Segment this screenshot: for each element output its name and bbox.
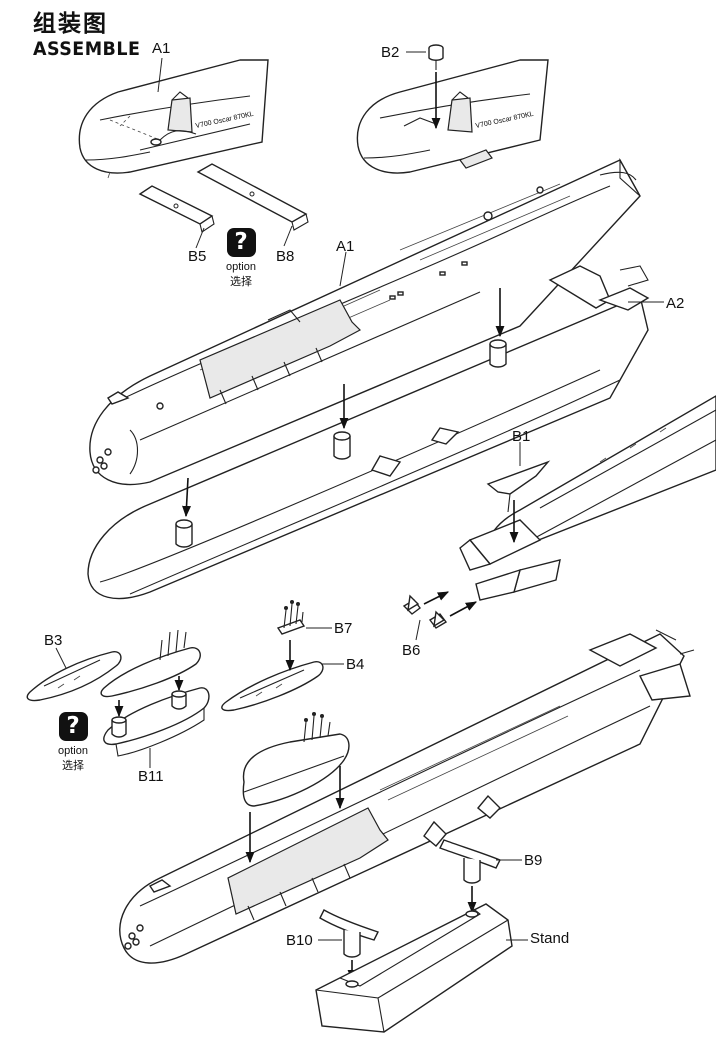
part-b2-pin [428,44,444,70]
part-b5-plate [138,185,215,233]
part-b11-sail [100,629,210,757]
stern-assembly [459,395,716,601]
title-chinese: 组装图 [33,11,108,37]
option-text-cn: 选择 [62,760,84,772]
leader-b3 [55,647,67,669]
part-b4-sail [221,661,324,712]
label-b4: B4 [346,656,365,673]
part-b8-plate [196,163,309,231]
arrow-b6-1 [423,591,450,605]
arrow-b6-2 [449,601,477,617]
label-b10: B10 [286,932,313,949]
label-b11: B11 [138,768,164,785]
leader-b5 [195,227,205,249]
label-a2: A2 [666,295,685,312]
complete-submarine [119,629,695,964]
option-text: option [58,745,88,757]
hull-section-a1-top: V700 Oscar 870KL [78,59,269,179]
leader-b6 [415,619,421,641]
title-english: ASSEMBLE [33,38,141,60]
leader-a1-main [339,251,347,287]
leader-a1-top [157,57,163,93]
question-icon: ? [226,228,256,257]
submarine-upper-hull-a1 [89,157,641,486]
hull-section-b2-top: V700 Oscar 870KL [356,59,549,174]
option-note-1: ? option 选择 [211,228,271,290]
label-b1: B1 [512,428,531,445]
option-text-cn: 选择 [230,276,252,288]
display-stand [315,903,513,1033]
label-b6: B6 [402,642,421,659]
label-a1-top: A1 [152,40,171,57]
part-b9-support [439,839,501,884]
label-b3: B3 [44,632,63,649]
label-b2: B2 [381,44,400,61]
part-b6-propellers [402,594,448,629]
arrow-a1-a2-1 [182,477,192,518]
question-icon: ? [58,712,88,741]
label-a1-main: A1 [336,238,355,255]
submarine-lower-hull-a2 [87,265,650,600]
label-b7: B7 [334,620,353,637]
part-b10-support [319,909,379,958]
sail-preview [242,712,350,807]
leader-b8 [283,225,293,247]
option-text: option [226,261,256,273]
part-b7-masts [276,600,306,635]
option-note-2: ? option 选择 [43,712,103,774]
part-b3-sail [26,651,122,702]
label-b8: B8 [276,248,295,265]
label-b9: B9 [524,852,543,869]
label-b5: B5 [188,248,207,265]
label-stand: Stand [530,930,570,947]
